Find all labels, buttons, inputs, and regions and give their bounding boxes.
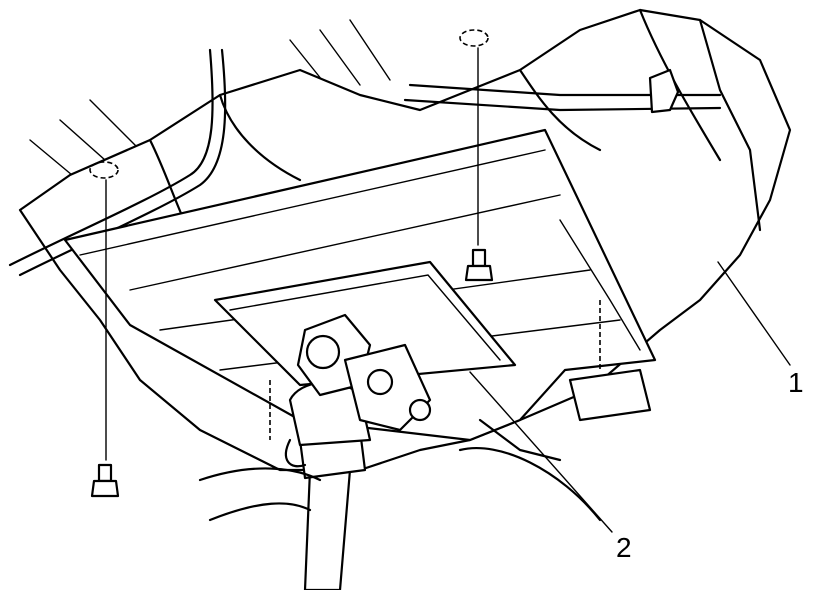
bolt-icon [464,248,494,282]
callout-label-2: 2 [616,532,632,563]
steering-shaft [284,313,432,590]
cover-plate [213,260,517,387]
callout-label-1: 1 [788,367,804,398]
cable-clip [648,68,680,114]
lower-body-detail [198,368,652,522]
callout-leaders [469,261,791,533]
hole-marker-top [459,29,489,47]
mounting-indicators [89,29,601,461]
hole-marker-left [89,161,119,179]
bolt-icon [90,463,120,498]
